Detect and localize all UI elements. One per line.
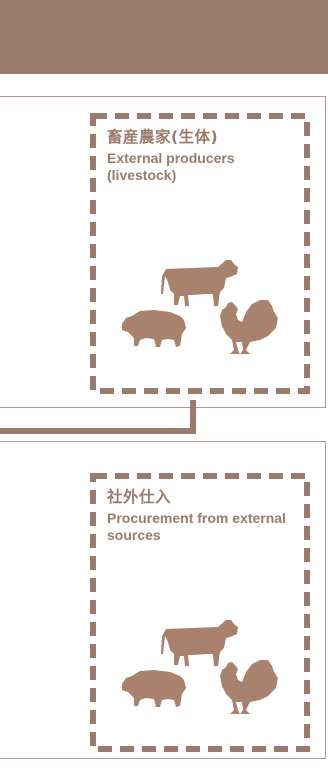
procurement-illustration bbox=[122, 620, 278, 714]
dashed-frame bbox=[90, 113, 310, 394]
external-producers-box: 畜産農家(生体) External producers (livestock) bbox=[90, 113, 310, 394]
livestock-illustration bbox=[122, 260, 278, 354]
top-header-band bbox=[0, 0, 328, 74]
panel-livestock bbox=[0, 96, 326, 408]
rooster-icon bbox=[220, 660, 278, 714]
pig-icon bbox=[122, 310, 186, 347]
box-title-en: Procurement from external sources bbox=[107, 510, 286, 543]
cow-icon bbox=[161, 620, 238, 666]
dashed-frame bbox=[90, 473, 310, 752]
box-title-jp: 社外仕入 bbox=[107, 488, 172, 506]
panel-procurement bbox=[0, 441, 326, 759]
box-title-jp: 畜産農家(生体) bbox=[107, 128, 219, 146]
box-title-en: External producers (livestock) bbox=[107, 150, 235, 183]
cow-icon bbox=[161, 260, 238, 306]
external-procurement-box: 社外仕入 Procurement from external sources bbox=[90, 473, 310, 752]
rooster-icon bbox=[220, 300, 278, 354]
pig-icon bbox=[122, 670, 186, 707]
